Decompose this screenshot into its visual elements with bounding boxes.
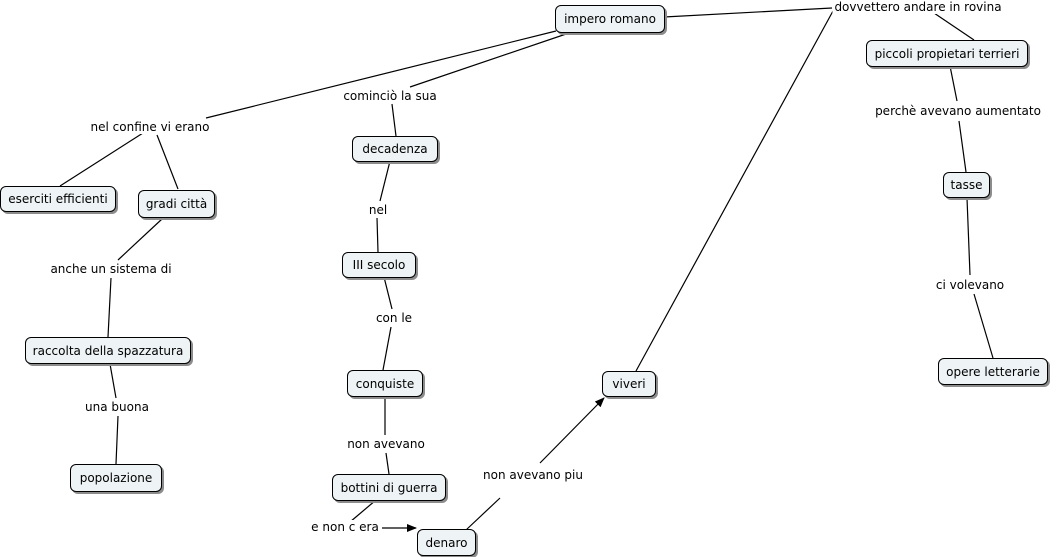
edge-confine-eserciti (59, 132, 144, 187)
link-perche-avevano-aumentato: perchè avevano aumentato (873, 104, 1043, 118)
link-non-avevano-piu: non avevano piu (481, 468, 585, 482)
concept-bottini-di-guerra[interactable]: bottini di guerra (332, 474, 446, 501)
link-una-buona: una buona (83, 400, 151, 414)
link-comincio-la-sua: cominciò la sua (341, 89, 439, 103)
concept-opere-letterarie[interactable]: opere letterarie (938, 358, 1048, 385)
edge-dovvettero-piccoli (933, 12, 975, 41)
edge-secolo-conle (383, 276, 393, 310)
edge-volevano-opere (973, 293, 994, 359)
edge-sistema-raccolta (107, 277, 112, 338)
link-dovvettero-andare-in-rovina: dovvettero andare in rovina (832, 0, 1004, 14)
link-e-non-c-era: e non c era (309, 520, 381, 534)
concept-popolazione[interactable]: popolazione (70, 464, 162, 492)
edge-dovvettero-viveri (635, 10, 834, 372)
edge-nonavevano-bottini (385, 452, 390, 475)
concept-denaro[interactable]: denaro (417, 529, 476, 556)
link-ci-volevano: ci volevano (933, 278, 1007, 292)
concept-piccoli-propietari[interactable]: piccoli propietari terrieri (866, 40, 1028, 67)
concept-viveri[interactable]: viveri (602, 371, 656, 397)
edge-raccolta-buona (109, 363, 117, 399)
link-nel-confine-vi-erano: nel confine vi erano (88, 120, 212, 134)
edge-bottini-noncera (349, 499, 377, 523)
edge-conle-conquiste (382, 326, 392, 371)
edge-citta-sistema (117, 218, 163, 261)
concept-eserciti-efficienti[interactable]: eserciti efficienti (0, 186, 116, 212)
edge-tasse-volevano (966, 197, 971, 276)
concept-raccolta-spazzatura[interactable]: raccolta della spazzatura (25, 337, 191, 364)
edge-comincio-decadenza (391, 103, 397, 137)
edge-denaro-nonpiu (465, 497, 501, 531)
link-con-le: con le (373, 311, 415, 325)
concept-iii-secolo[interactable]: III secolo (342, 252, 416, 278)
edge-perche-tasse (958, 120, 967, 173)
edge-confine-citta (156, 134, 179, 190)
concept-tasse[interactable]: tasse (943, 172, 990, 198)
link-nel: nel (366, 203, 390, 217)
link-anche-un-sistema-di: anche un sistema di (48, 262, 174, 276)
edge-nonpiu-viveri (539, 397, 605, 464)
edge-buona-popolazione (115, 415, 119, 465)
edge-piccoli-perche (949, 65, 958, 102)
link-non-avevano: non avevano (345, 437, 427, 451)
edge-impero-confine (205, 30, 557, 119)
edge-impero-dovvettero (663, 7, 833, 18)
edge-decadenza-nel (379, 160, 391, 202)
concept-impero-romano[interactable]: impero romano (555, 5, 665, 33)
concept-gradi-citta[interactable]: gradi città (138, 190, 215, 218)
edge-impero-comincio (409, 31, 573, 88)
concept-conquiste[interactable]: conquiste (347, 370, 423, 397)
edge-nel-secolo (376, 217, 379, 253)
concept-decadenza[interactable]: decadenza (352, 136, 438, 162)
